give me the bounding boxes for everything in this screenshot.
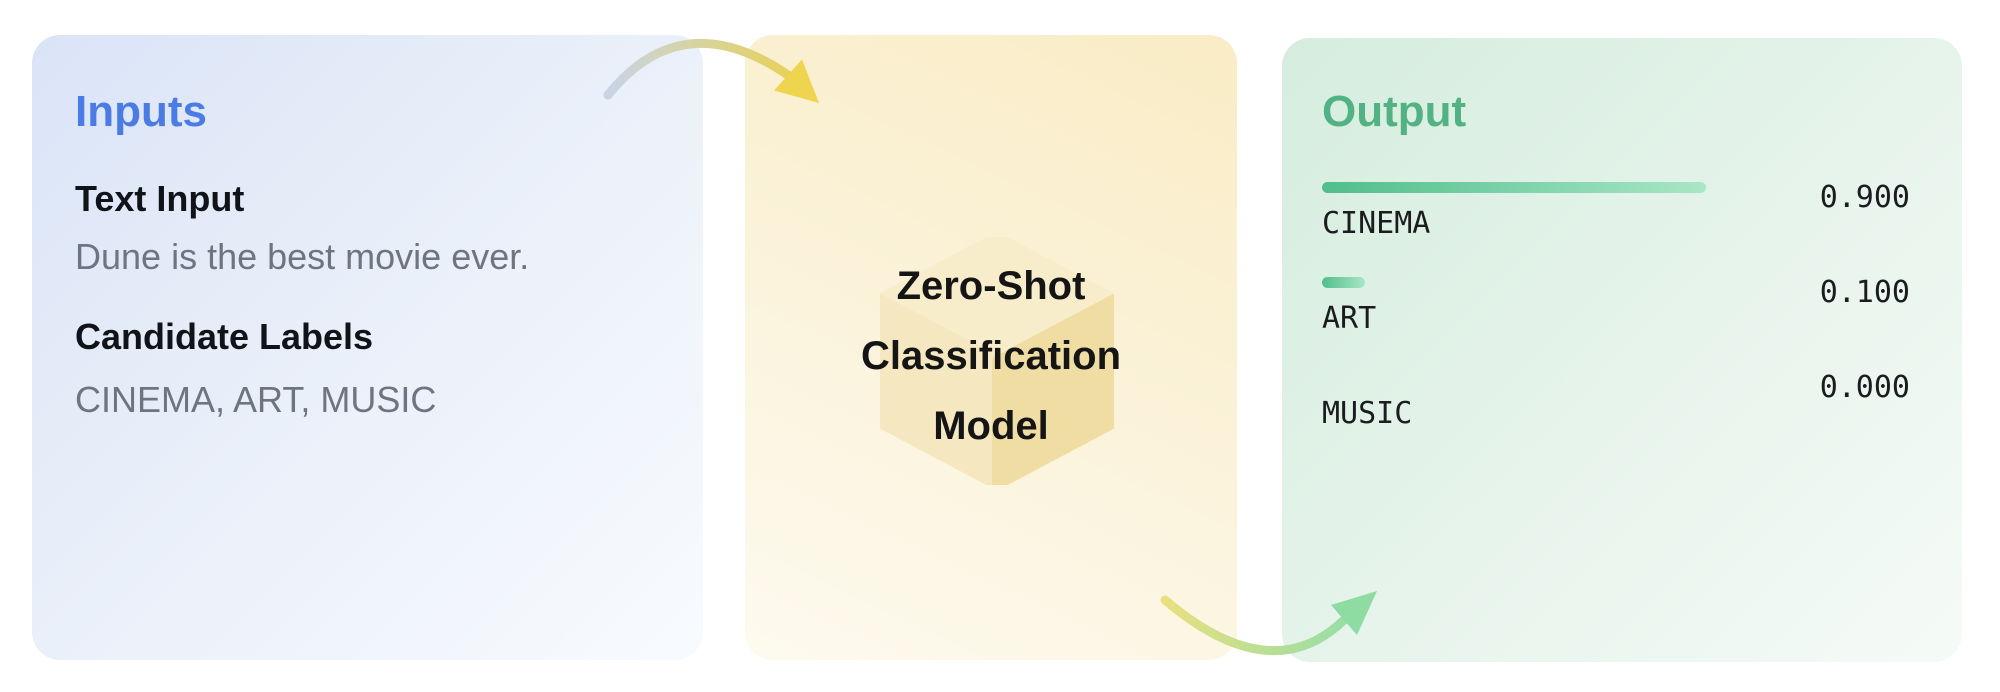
score-bar — [1322, 182, 1706, 193]
result-score: 0.900 — [1819, 180, 1910, 215]
input-to-model-arrow-icon — [603, 39, 819, 103]
inputs-panel: Inputs Text Input Dune is the best movie… — [32, 35, 703, 660]
result-score: 0.000 — [1819, 370, 1910, 405]
cube-icon — [880, 237, 1114, 485]
model-title-line: Model — [933, 404, 1049, 448]
result-label: ART — [1322, 301, 1377, 336]
result-label: CINEMA — [1322, 206, 1431, 241]
text-input-label: Text Input — [75, 178, 245, 219]
result-label: MUSIC — [1322, 396, 1413, 431]
result-row: CINEMA 0.900 — [1322, 182, 1910, 277]
output-panel-title: Output — [1322, 87, 1467, 136]
result-row: MUSIC 0.000 — [1322, 372, 1910, 467]
result-score: 0.100 — [1819, 275, 1910, 310]
inputs-panel-title: Inputs — [75, 87, 207, 136]
model-title-line: Classification — [860, 334, 1122, 378]
candidate-labels-value: CINEMA, ART, MUSIC — [75, 379, 437, 420]
output-panel: Output CINEMA 0.900 ART 0.100 MUSIC 0.00… — [1282, 38, 1962, 662]
model-title: Zero-Shot Classification Model — [745, 251, 1237, 461]
model-to-output-arrow-icon — [1160, 591, 1377, 655]
score-bar — [1322, 277, 1365, 288]
text-input-value: Dune is the best movie ever. — [75, 236, 530, 277]
model-panel: Zero-Shot Classification Model — [745, 35, 1237, 660]
model-title-line: Zero-Shot — [896, 264, 1086, 308]
result-row: ART 0.100 — [1322, 277, 1910, 372]
candidate-labels-label: Candidate Labels — [75, 316, 374, 357]
